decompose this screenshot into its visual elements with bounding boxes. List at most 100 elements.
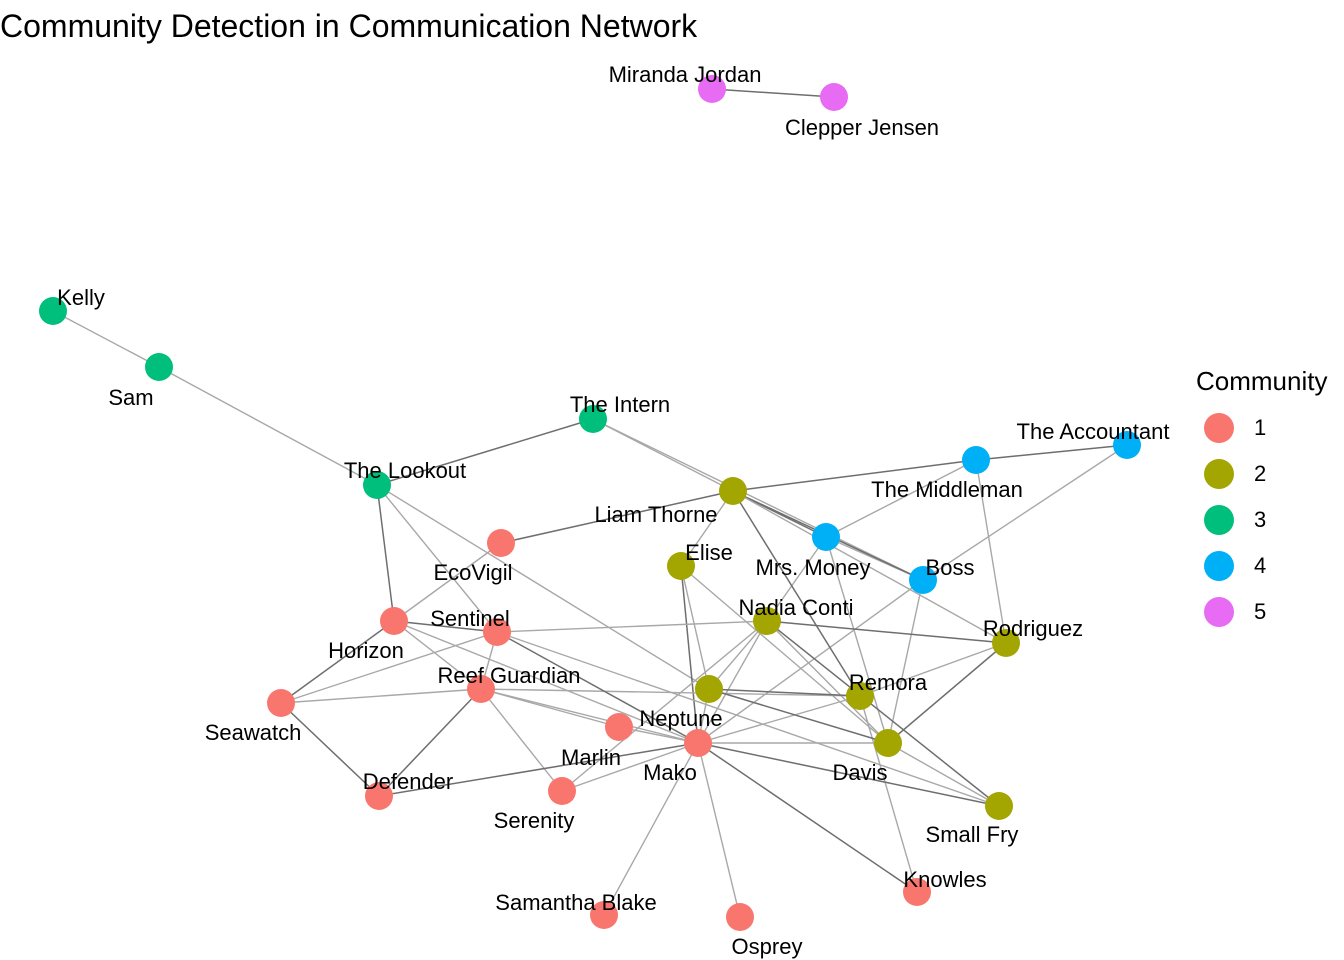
- node-horizon[interactable]: [380, 607, 408, 635]
- node-label-the-accountant: The Accountant: [1017, 419, 1170, 444]
- edge-boss-mako: [697, 579, 924, 744]
- node-mrs-money[interactable]: [812, 523, 840, 551]
- node-marlin[interactable]: [605, 713, 633, 741]
- edge-liam-thorne-elise: [680, 490, 734, 567]
- edge-miranda-jordan-clepper-jensen: [711, 88, 835, 98]
- edge-the-lookout-the-intern: [376, 418, 594, 486]
- node-serenity[interactable]: [548, 777, 576, 805]
- node-rodriguez[interactable]: [992, 629, 1020, 657]
- node-label-seawatch: Seawatch: [205, 720, 302, 745]
- node-kelly[interactable]: [39, 297, 67, 325]
- edge-reef-guardian-seawatch: [280, 688, 482, 704]
- node-liam-thorne[interactable]: [719, 477, 747, 505]
- node-samantha-blake[interactable]: [590, 901, 618, 929]
- node-elise[interactable]: [667, 552, 695, 580]
- node-label-kelly: Kelly: [57, 285, 105, 310]
- edge-remora-neptune: [708, 688, 861, 697]
- node-clepper-jensen[interactable]: [820, 83, 848, 111]
- edge-sentinel-mako: [496, 631, 699, 744]
- node-label-elise: Elise: [685, 540, 733, 565]
- node-label-the-middleman: The Middleman: [871, 477, 1023, 502]
- edge-nadia-conti-sentinel: [496, 620, 768, 633]
- edge-mako-defender: [378, 742, 699, 797]
- node-label-davis: Davis: [832, 760, 887, 785]
- node-the-lookout[interactable]: [363, 471, 391, 499]
- node-the-accountant[interactable]: [1113, 431, 1141, 459]
- edge-kelly-sam: [52, 310, 160, 368]
- node-label-liam-thorne: Liam Thorne: [594, 502, 717, 527]
- node-ecovigil[interactable]: [487, 529, 515, 557]
- node-sentinel[interactable]: [483, 618, 511, 646]
- node-label-the-intern: The Intern: [570, 392, 670, 417]
- node-the-middleman[interactable]: [962, 446, 990, 474]
- node-remora[interactable]: [846, 682, 874, 710]
- edge-remora-knowles: [859, 695, 918, 893]
- chart-title: Community Detection in Communication Net…: [0, 8, 698, 44]
- edges-layer: [52, 88, 1128, 918]
- node-label-remora: Remora: [849, 670, 928, 695]
- node-label-neptune: Neptune: [639, 706, 722, 731]
- edge-mako-samantha-blake: [603, 742, 699, 916]
- node-nadia-conti[interactable]: [753, 607, 781, 635]
- node-label-boss: Boss: [926, 555, 975, 580]
- legend-swatch-2: [1204, 459, 1234, 489]
- edge-rodriguez-davis: [887, 642, 1007, 744]
- node-label-defender: Defender: [363, 769, 454, 794]
- node-small-fry[interactable]: [985, 792, 1013, 820]
- node-label-serenity: Serenity: [494, 808, 575, 833]
- node-label-osprey: Osprey: [732, 934, 803, 959]
- edge-nadia-conti-neptune: [708, 620, 768, 690]
- edge-rodriguez-remora: [859, 642, 1007, 697]
- edge-reef-guardian-defender: [378, 688, 482, 797]
- node-reef-guardian[interactable]: [467, 675, 495, 703]
- node-knowles[interactable]: [903, 878, 931, 906]
- legend-item-3: 3: [1196, 497, 1344, 543]
- node-boss[interactable]: [909, 566, 937, 594]
- edge-mako-knowles: [697, 742, 918, 893]
- node-mako[interactable]: [684, 729, 712, 757]
- edge-liam-thorne-remora: [732, 490, 861, 697]
- edge-boss-davis: [887, 579, 924, 744]
- node-defender[interactable]: [365, 782, 393, 810]
- node-davis[interactable]: [874, 729, 902, 757]
- edge-the-middleman-mrs-money: [825, 459, 977, 538]
- edge-neptune-davis: [708, 688, 889, 744]
- legend-label-5: 5: [1254, 599, 1267, 624]
- node-neptune[interactable]: [695, 675, 723, 703]
- node-label-marlin: Marlin: [561, 745, 621, 770]
- node-label-small-fry: Small Fry: [926, 822, 1019, 847]
- edge-mrs-money-nadia-conti: [766, 536, 827, 622]
- node-osprey[interactable]: [726, 903, 754, 931]
- edge-the-middleman-rodriguez: [975, 459, 1007, 644]
- edge-the-lookout-horizon: [376, 484, 395, 622]
- node-label-reef-guardian: Reef Guardian: [437, 663, 580, 688]
- legend-item-5: 5: [1196, 589, 1344, 635]
- node-label-miranda-jordan: Miranda Jordan: [609, 62, 762, 87]
- node-label-rodriguez: Rodriguez: [983, 616, 1083, 641]
- edge-elise-davis: [680, 565, 889, 744]
- legend-label-1: 1: [1254, 415, 1267, 440]
- legend-label-3: 3: [1254, 507, 1267, 532]
- edge-horizon-mako: [393, 620, 699, 744]
- edge-liam-thorne-rodriguez: [732, 490, 1007, 644]
- edge-the-accountant-the-middleman: [975, 444, 1128, 461]
- legend-item-4: 4: [1196, 543, 1344, 589]
- edge-the-lookout-sentinel: [376, 484, 498, 633]
- edge-mako-osprey: [697, 742, 741, 918]
- edge-reef-guardian-serenity: [480, 688, 563, 792]
- node-sam[interactable]: [145, 353, 173, 381]
- edge-nadia-conti-serenity: [561, 620, 768, 792]
- node-label-sentinel: Sentinel: [430, 606, 510, 631]
- node-label-sam: Sam: [108, 385, 153, 410]
- edge-small-fry-sentinel: [496, 631, 1000, 807]
- node-miranda-jordan[interactable]: [698, 75, 726, 103]
- edge-small-fry-mako: [697, 742, 1000, 807]
- node-seawatch[interactable]: [267, 689, 295, 717]
- edge-ecovigil-horizon: [393, 542, 502, 622]
- node-the-intern[interactable]: [579, 405, 607, 433]
- node-label-clepper-jensen: Clepper Jensen: [785, 115, 939, 140]
- legend-item-2: 2: [1196, 451, 1344, 497]
- nodes-layer: [39, 75, 1141, 931]
- legend-swatch-5: [1204, 597, 1234, 627]
